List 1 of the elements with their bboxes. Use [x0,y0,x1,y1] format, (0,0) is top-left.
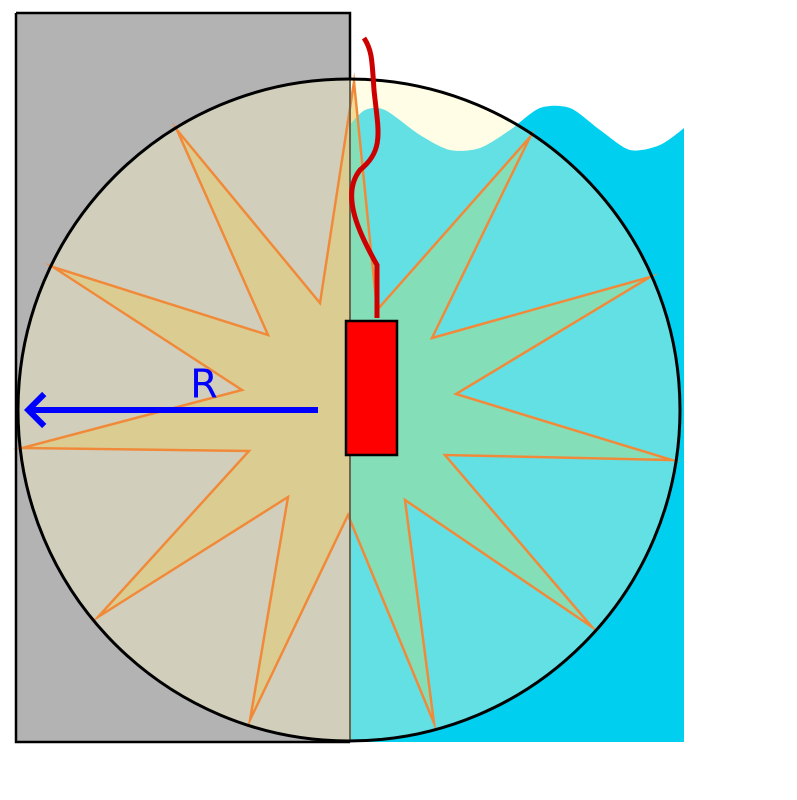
radius-label: R [194,368,217,398]
